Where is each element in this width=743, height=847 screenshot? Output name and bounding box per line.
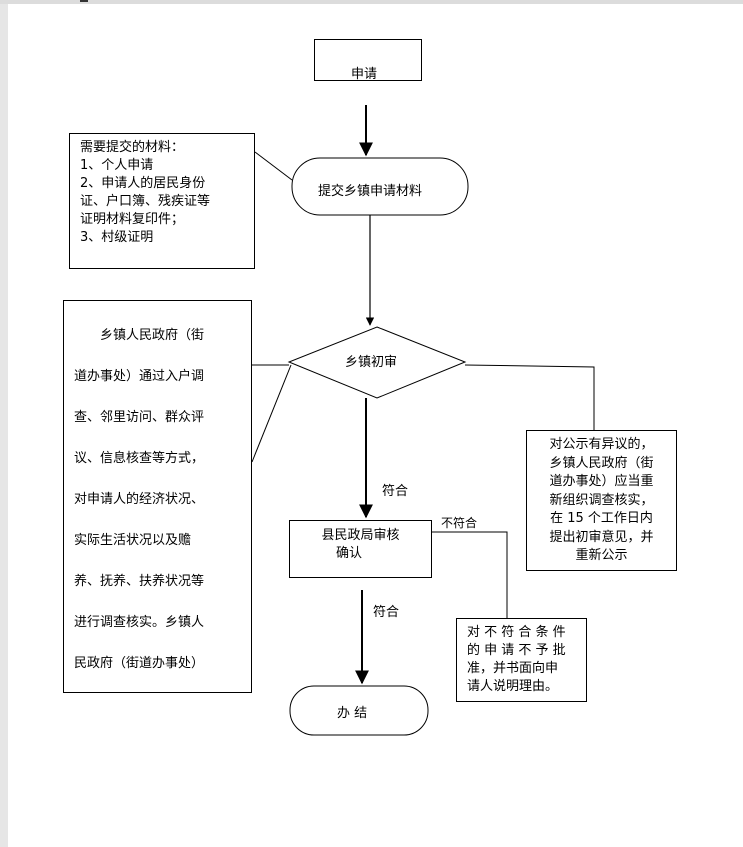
- reject-note-box: 对 不 符 合 条 件 的 申 请 不 予 批 准，并书面向申 请人说明理由。: [456, 618, 587, 702]
- objection-note-line: 乡镇人民政府（街: [549, 455, 654, 471]
- objection-note-line: 重新公示: [575, 548, 628, 563]
- start-box: 申请: [314, 39, 422, 82]
- reject-note-line: 请人说明理由。: [467, 679, 559, 694]
- review-note-line: 实际生活状况以及赡: [74, 533, 192, 548]
- objection-note-box: 对公示有异议的， 乡镇人民政府（街 道办事处）应当重 新组织调查核实， 在 15…: [526, 430, 677, 571]
- review-note-line: 议、信息核查等方式，: [74, 451, 205, 466]
- reject-note-line: 对 不 符 合 条 件: [467, 625, 566, 640]
- objection-note-line: 新组织调查核实，: [549, 492, 654, 508]
- review-note-line: 对申请人的经济状况、: [74, 492, 205, 507]
- start-label: 申请: [351, 67, 378, 82]
- materials-line: 3、村级证明: [80, 230, 154, 245]
- connector-reject: [432, 531, 508, 618]
- county-review-line: 确认: [336, 546, 363, 561]
- review-note-line: 道办事处）通过入户调: [74, 369, 205, 384]
- objection-note-line: 提出初审意见，并: [549, 529, 654, 545]
- objection-note-line: 对公示有异议的，: [549, 437, 654, 452]
- materials-line: 2、申请人的居民身份: [80, 176, 206, 191]
- objection-note-line: 道办事处）应当重: [549, 474, 654, 489]
- fail-label: 不符合: [441, 516, 478, 530]
- reject-note-line: 的 申 请 不 予 批: [467, 643, 566, 658]
- materials-line: 1、个人申请: [80, 158, 154, 173]
- review-note-line: 进行调查核实。乡镇人: [74, 615, 205, 630]
- materials-box: 需要提交的材料： 1、个人申请 2、申请人的居民身份 证、户口簿、残疾证等 证明…: [69, 133, 255, 269]
- review-note-line: 养、抚养、扶养状况等: [74, 574, 205, 589]
- connector-objection: [464, 364, 595, 430]
- materials-line: 证明材料复印件；: [80, 212, 185, 227]
- county-review-box: 县民政局审核 确认: [289, 520, 432, 578]
- review-note-line: 乡镇人民政府（街: [100, 328, 205, 343]
- review-note-line: 民政府（街道办事处）: [74, 656, 205, 671]
- submit-label: 提交乡镇申请材料: [318, 184, 423, 199]
- initial-review-diamond: [287, 326, 467, 399]
- review-note-box: 乡镇人民政府（街 道办事处）通过入户调 查、邻里访问、群众评 议、信息核查等方式…: [63, 300, 252, 693]
- pass-label-2: 符合: [373, 605, 400, 620]
- county-review-line: 县民政局审核: [321, 528, 400, 543]
- materials-line: 证、户口簿、残疾证等: [80, 194, 211, 209]
- text-cursor-mark: [80, 0, 88, 2]
- end-stadium: [289, 685, 429, 736]
- connector-materials: [254, 151, 293, 181]
- initial-review-label: 乡镇初审: [345, 355, 398, 370]
- window-top-bar: [0, 0, 743, 4]
- submit-stadium: [291, 157, 469, 216]
- pass-label-1: 符合: [382, 484, 409, 499]
- reject-note-line: 准，并书面向申: [467, 661, 559, 676]
- objection-note-line: 在 15 个工作日内: [550, 511, 653, 526]
- materials-title: 需要提交的材料：: [80, 140, 185, 155]
- connector-review-note-diag: [251, 364, 292, 463]
- end-label: 办 结: [337, 706, 368, 721]
- review-note-line: 查、邻里访问、群众评: [74, 410, 205, 425]
